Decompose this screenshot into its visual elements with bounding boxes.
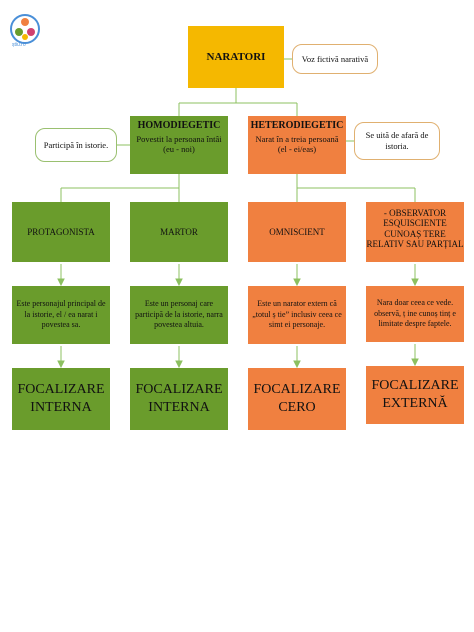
homodiegetic-note-text: Participă în istorie. xyxy=(43,139,109,150)
type-omniscient: OMNISCIENT xyxy=(248,202,346,262)
focalization-text: FOCALIZARE INTERNA xyxy=(135,381,223,415)
category-title: HOMODIEGETIC xyxy=(137,120,221,131)
description-text: Este un narator extern că „totul ș tie” … xyxy=(252,298,342,330)
type-label: OMNISCIENT xyxy=(269,226,325,237)
type-observator: - OBSERVATOR ESQUISCIENTE CUNOAȘ TERE RE… xyxy=(366,202,464,262)
root-node: NARATORI xyxy=(188,26,284,88)
focalization-text: FOCALIZARE EXTERNĂ xyxy=(371,377,459,411)
description-martor: Este un personaj care participă de la is… xyxy=(130,286,228,344)
type-martor: MARTOR xyxy=(130,202,228,262)
category-heterodiegetic: HETERODIEGETIC Narat în a treia persoană… xyxy=(248,116,346,174)
type-label: - OBSERVATOR ESQUISCIENTE CUNOAȘ TERE RE… xyxy=(366,208,464,250)
description-protagonista: Este personajul principal de la istorie,… xyxy=(12,286,110,344)
focalization-text: FOCALIZARE CERO xyxy=(253,381,341,415)
type-protagonista: PROTAGONISTA xyxy=(12,202,110,262)
focalization-omniscient: FOCALIZARE CERO xyxy=(248,368,346,430)
focalization-martor: FOCALIZARE INTERNA xyxy=(130,368,228,430)
focalization-protagonista: FOCALIZARE INTERNA xyxy=(12,368,110,430)
heterodiegetic-note-text: Se uită de afară de istoria. xyxy=(365,130,429,151)
description-text: Nara doar ceea ce vede. observă, ț ine c… xyxy=(374,297,456,329)
category-line: Narat în a treia persoană xyxy=(255,134,339,144)
homodiegetic-note: Participă în istorie. xyxy=(35,128,117,162)
focalization-observator: FOCALIZARE EXTERNĂ xyxy=(366,366,464,424)
category-line: (eu - noi) xyxy=(163,144,195,155)
type-label: MARTOR xyxy=(160,226,198,237)
category-title: HETERODIEGETIC xyxy=(250,120,344,131)
description-observator: Nara doar ceea ce vede. observă, ț ine c… xyxy=(366,286,464,342)
type-label: PROTAGONISTA xyxy=(27,226,95,237)
description-omniscient: Este un narator extern că „totul ș tie” … xyxy=(248,286,346,344)
logo xyxy=(8,12,42,46)
root-note: Voz fictivă narativă xyxy=(292,44,378,74)
description-text: Este un personaj care participă de la is… xyxy=(135,298,223,330)
description-text: Este personajul principal de la istorie,… xyxy=(16,298,106,330)
root-note-text: Voz fictivă narativă xyxy=(301,53,369,64)
focalization-text: FOCALIZARE INTERNA xyxy=(17,381,105,415)
category-line: Povestit la persoana întâi xyxy=(136,134,222,144)
category-homodiegetic: HOMODIEGETIC Povestit la persoana întâi … xyxy=(130,116,228,174)
root-label: NARATORI xyxy=(206,51,266,63)
category-line: (el - ei/eas) xyxy=(277,144,317,155)
logo-caption: știu.ro xyxy=(12,42,26,48)
logo-icon xyxy=(10,14,40,44)
heterodiegetic-note: Se uită de afară de istoria. xyxy=(354,122,440,160)
